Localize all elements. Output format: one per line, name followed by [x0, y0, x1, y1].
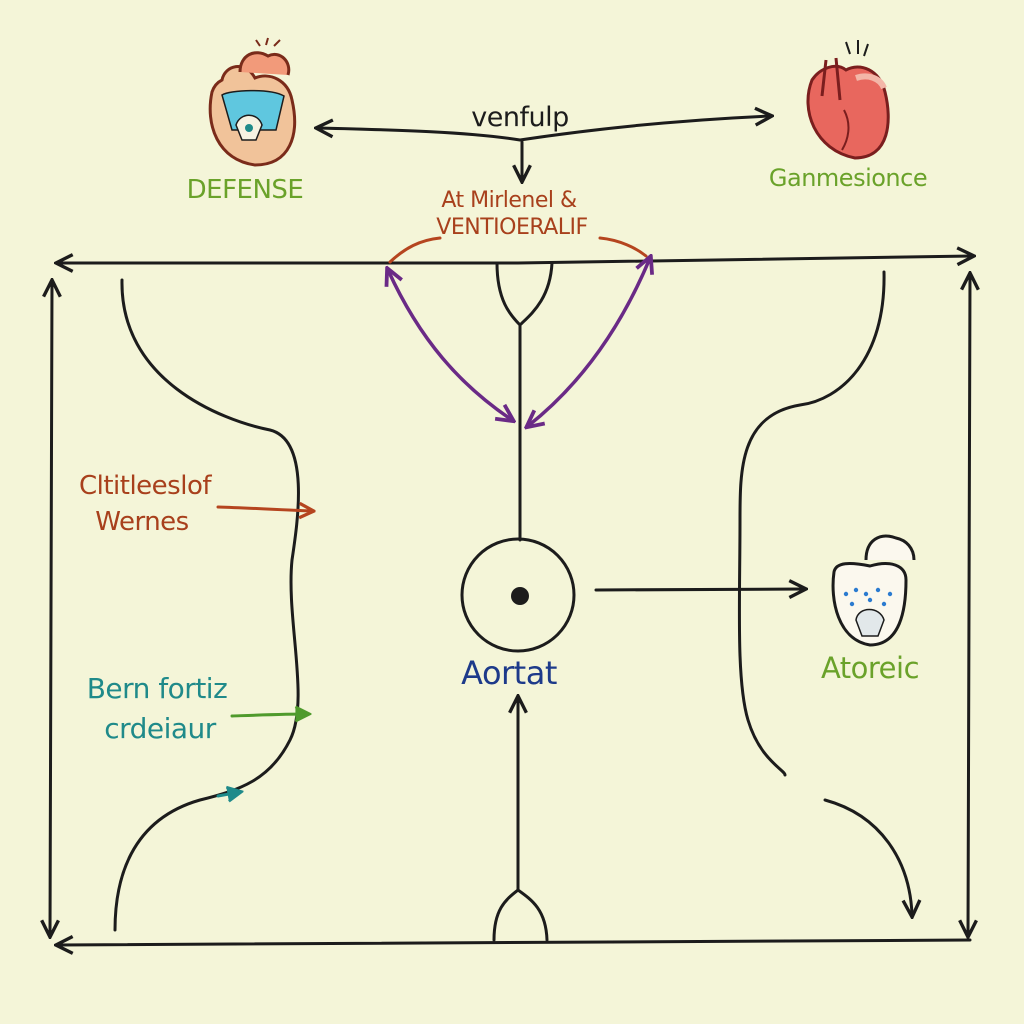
frame-left-arrow — [50, 282, 52, 935]
label-top-right: Ganmesionce — [769, 164, 927, 192]
left-chamber-wall — [113, 278, 300, 932]
label-left-lower-line1: Bern fortiz — [87, 672, 228, 705]
valve-top — [495, 261, 554, 327]
label-left-upper-line2: Wernes — [95, 507, 188, 537]
teal-small-arrow — [216, 792, 240, 796]
right-chamber-wall — [737, 270, 886, 777]
label-top-left: DEFENSE — [187, 175, 304, 205]
right-lower-arrow — [823, 798, 912, 915]
purple-arrow-left — [388, 270, 512, 420]
label-left-upper-line1: Cltitleeslof — [79, 471, 212, 501]
label-right: Atoreic — [821, 651, 919, 685]
label-top-center: venfulp — [471, 102, 568, 133]
label-middle-top-line2: VENTIOERALIF — [436, 215, 587, 240]
label-center: Aortat — [461, 654, 557, 692]
aorta-right-arrow — [594, 589, 804, 590]
heart-icon-small — [831, 534, 916, 647]
heart-icon-right — [806, 40, 890, 160]
valve-bottom — [492, 888, 549, 942]
wernes-arrow — [216, 507, 312, 511]
purple-arrow-right — [528, 258, 650, 426]
heart-icon-left — [208, 37, 297, 167]
crdeiaur-arrow — [230, 714, 308, 716]
aorta-node — [460, 537, 576, 653]
frame-top-arrow — [58, 256, 972, 263]
label-middle-top-line1: At Mirlenel & — [441, 188, 577, 213]
top-double-arrow — [318, 116, 770, 142]
frame-bottom-arrow — [58, 940, 972, 945]
label-bracket — [388, 236, 648, 264]
frame-right-arrow — [968, 275, 970, 935]
label-left-lower-line2: crdeiaur — [104, 712, 217, 745]
aorta-node-center — [511, 587, 529, 605]
